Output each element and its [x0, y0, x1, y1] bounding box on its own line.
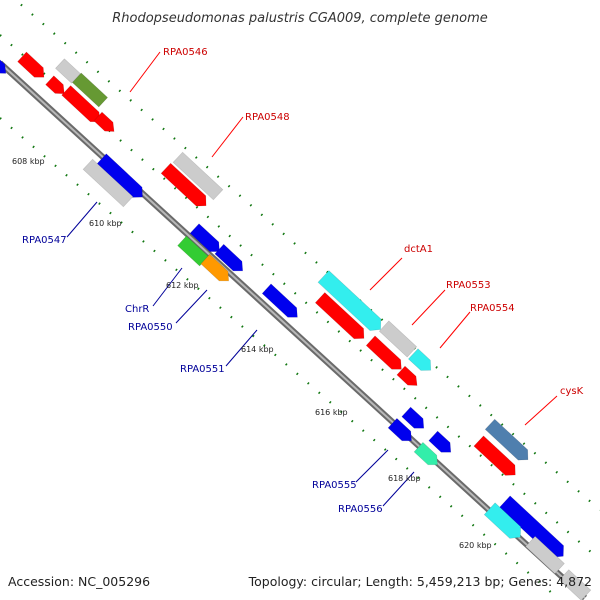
gene-feature-red-4[interactable] [93, 111, 115, 132]
gene-feature-red-7[interactable] [365, 335, 402, 370]
gene-feature-steelblue-1[interactable] [484, 418, 529, 461]
leader-rpa0546 [129, 51, 161, 93]
gene-feature-gray-2[interactable] [82, 158, 134, 208]
accession-text: Accession: NC_005296 [8, 574, 150, 589]
scale-labels: 608 kbp 610 kbp 612 kbp 614 kbp 616 kbp … [12, 157, 492, 550]
gene-feature-red-9[interactable] [473, 435, 516, 476]
gene-feature-red-8[interactable] [396, 365, 418, 386]
scale-label-618: 618 kbp [388, 474, 421, 483]
gene-feature-blue-4[interactable] [261, 283, 298, 318]
scale-label-612: 612 kbp [166, 281, 199, 290]
leader-rpa0554 [439, 311, 471, 349]
gene-label-rpa0550[interactable]: RPA0550 [128, 322, 173, 333]
backbone [0, 60, 588, 600]
gene-feature-red-1[interactable] [17, 51, 45, 78]
leader-rpa0553 [411, 289, 446, 326]
gene-feature-gray-5[interactable] [525, 535, 565, 575]
scale-label-608: 608 kbp [12, 157, 45, 166]
gene-feature-gray-4[interactable] [378, 320, 418, 358]
gene-feature-blue-8[interactable] [498, 495, 564, 558]
gene-label-rpa0556[interactable]: RPA0556 [338, 504, 383, 515]
gene-label-rpa0546[interactable]: RPA0546 [163, 47, 208, 58]
gene-feature-cyan-2[interactable] [407, 348, 432, 371]
gene-feature-gray-6[interactable] [558, 569, 592, 600]
leader-rpa0547 [66, 201, 98, 238]
leader-dcta1 [369, 257, 403, 291]
gene-feature-blue-3[interactable] [214, 243, 244, 272]
leader-rpa0550 [175, 289, 208, 324]
gene-label-rpa0555[interactable]: RPA0555 [312, 480, 357, 491]
leader-rpa0555 [355, 449, 389, 483]
gene-label-dcta1[interactable]: dctA1 [404, 244, 433, 255]
leader-rpa0551 [225, 329, 258, 367]
leader-rpa0548 [211, 116, 244, 158]
scale-label-610: 610 kbp [89, 219, 122, 228]
gene-labels: RPA0546 RPA0548 dctA1 RPA0553 RPA0554 cy… [22, 47, 584, 515]
gene-feature-red-2[interactable] [45, 75, 65, 95]
gene-feature-blue-6[interactable] [387, 417, 412, 442]
gene-feature-green-1[interactable] [177, 235, 209, 267]
tick-track-outer [14, 0, 600, 511]
gene-feature-cyan-1[interactable] [317, 270, 382, 331]
gene-feature-blue-2[interactable] [189, 223, 220, 252]
gene-feature-blue-0[interactable] [0, 58, 7, 74]
gene-label-rpa0547[interactable]: RPA0547 [22, 235, 67, 246]
topology-summary: Topology: circular; Length: 5,459,213 bp… [248, 574, 592, 589]
scale-label-620: 620 kbp [459, 541, 492, 550]
tick-track-lower [0, 117, 561, 600]
gene-label-rpa0553[interactable]: RPA0553 [446, 280, 491, 291]
gene-label-chrr[interactable]: ChrR [125, 304, 149, 315]
scale-label-616: 616 kbp [315, 408, 348, 417]
leader-cysk [524, 395, 558, 426]
leader-chrr [152, 267, 183, 307]
gene-label-rpa0551[interactable]: RPA0551 [180, 364, 225, 375]
gene-feature-blue-1[interactable] [96, 153, 143, 198]
gene-feature-blue-7[interactable] [428, 430, 452, 453]
gene-feature-cyan-3[interactable] [483, 502, 522, 539]
gene-feature-red-6[interactable] [314, 292, 365, 340]
gene-features [0, 51, 592, 600]
gene-label-cysk[interactable]: cysK [560, 386, 584, 397]
gene-label-rpa0554[interactable]: RPA0554 [470, 303, 515, 314]
gene-label-rpa0548[interactable]: RPA0548 [245, 112, 290, 123]
scale-label-614: 614 kbp [241, 345, 274, 354]
gene-feature-olive-1[interactable] [71, 72, 109, 108]
gene-feature-blue-5[interactable] [401, 406, 425, 429]
map-title: Rhodopseudomonas palustris CGA009, compl… [112, 11, 488, 26]
leader-rpa0556 [382, 471, 415, 507]
gene-feature-gray-3[interactable] [172, 151, 224, 201]
gene-feature-red-5[interactable] [160, 162, 207, 207]
gene-feature-mint-1[interactable] [413, 441, 438, 466]
gene-feature-gray-1[interactable] [55, 58, 81, 84]
gene-feature-orange-1[interactable] [200, 253, 230, 282]
label-leader-lines [66, 51, 558, 507]
